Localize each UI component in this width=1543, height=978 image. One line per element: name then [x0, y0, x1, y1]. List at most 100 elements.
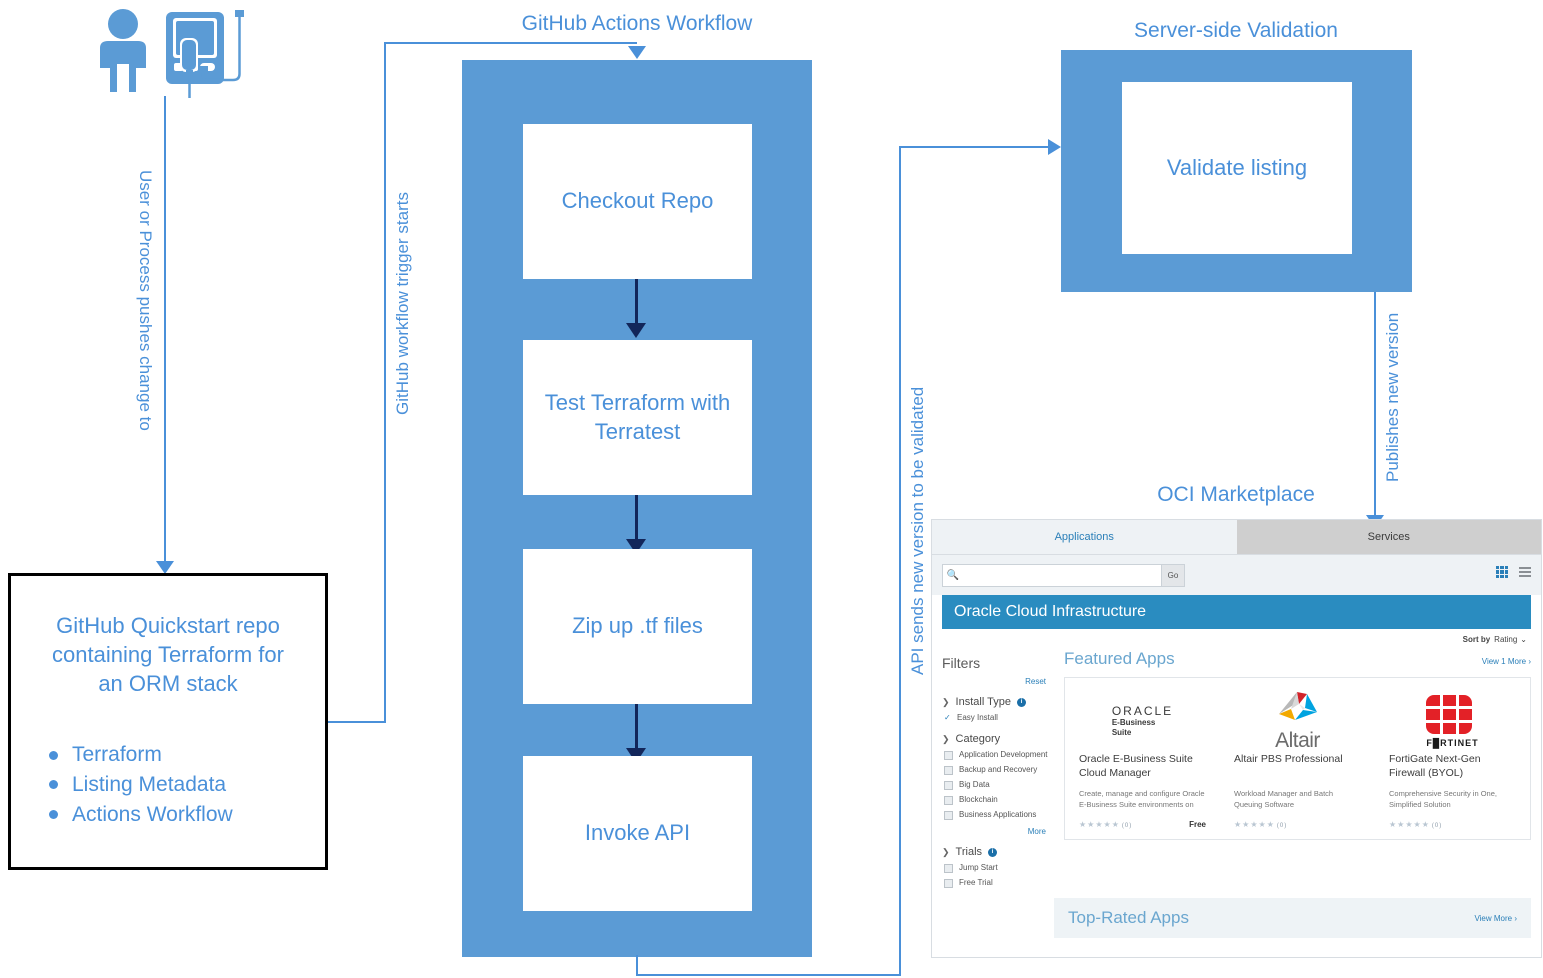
filter-item-label: Blockchain	[959, 795, 998, 804]
app-card-footer: ★★★★★(0) Free	[1079, 820, 1206, 829]
tab-label: Applications	[1054, 531, 1114, 543]
filter-group-label: Install Type	[955, 696, 1011, 708]
app-card-altair-pbs[interactable]: Altair Altair PBS Professional Workload …	[1220, 678, 1375, 839]
altair-mark-icon	[1279, 691, 1318, 720]
app-card-description: Comprehensive Security in One, Simplifie…	[1389, 789, 1497, 810]
chevron-right-icon: ›	[1528, 657, 1531, 666]
marketplace-body: Filters Reset ❯ Install Type i ✓ Easy In…	[932, 649, 1541, 888]
app-card-description: Workload Manager and Batch Queuing Softw…	[1234, 789, 1334, 809]
check-icon: ✓	[944, 713, 951, 722]
banner-label: Oracle Cloud Infrastructure	[954, 603, 1147, 620]
filter-item-label: Big Data	[959, 780, 990, 789]
checkbox-icon[interactable]	[944, 864, 953, 873]
validation-step-validate-listing: Validate listing	[1122, 82, 1352, 254]
checkbox-icon[interactable]	[944, 796, 953, 805]
workflow-step-checkout-repo: Checkout Repo	[523, 124, 752, 279]
list-item: Actions Workflow	[49, 800, 325, 830]
info-icon[interactable]: i	[1017, 697, 1026, 707]
repo-box-list: Terraform Listing Metadata Actions Workf…	[49, 740, 325, 829]
list-view-icon[interactable]	[1519, 566, 1531, 578]
filter-item-label: Backup and Recovery	[959, 765, 1038, 774]
fortinet-wordmark: F█RTINET	[1426, 737, 1479, 748]
rating-count: (0)	[1431, 823, 1443, 830]
filter-group-header[interactable]: ❯ Trials i	[942, 846, 1054, 858]
section-title: Featured Apps	[1064, 649, 1175, 668]
featured-view-more-link[interactable]: View 1 More ›	[1482, 657, 1531, 666]
filter-item[interactable]: Backup and Recovery	[942, 765, 1054, 775]
filter-group-trials: ❯ Trials i Jump Start Free Trial	[942, 846, 1054, 888]
filter-item[interactable]: Blockchain	[942, 795, 1054, 805]
checkbox-icon[interactable]	[944, 766, 953, 775]
workflow-step-label: Invoke API	[584, 820, 691, 846]
filter-item[interactable]: Application Development	[942, 750, 1054, 760]
connector-trigger-label: GitHub workflow trigger starts	[393, 192, 412, 415]
chevron-down-icon: ⌄	[1520, 634, 1527, 644]
sort-control[interactable]: Sort by Rating ⌄	[932, 629, 1541, 649]
filter-item[interactable]: ✓ Easy Install	[942, 713, 1054, 723]
connector-api-h-bottom	[636, 974, 901, 976]
connector-api-v-right	[899, 146, 901, 976]
sort-value: Rating	[1494, 634, 1518, 644]
checkbox-icon[interactable]	[944, 781, 953, 790]
oci-marketplace-title: OCI Marketplace	[1157, 483, 1315, 506]
workflow-step-test-terraform: Test Terraform with Terratest	[523, 340, 752, 495]
connector-publish-line	[1374, 292, 1376, 517]
search-go-button[interactable]: Go	[1162, 563, 1185, 587]
filter-item-label: Jump Start	[959, 863, 998, 872]
connector-user-push-label: User or Process pushes change to	[136, 170, 155, 431]
grid-view-icon[interactable]	[1496, 566, 1508, 578]
github-quickstart-repo-box: GitHub Quickstart repo containing Terraf…	[8, 573, 328, 870]
bullet-icon	[49, 780, 58, 790]
checkbox-icon[interactable]	[944, 879, 953, 888]
filter-group-label: Category	[955, 733, 1001, 745]
workflow-step-zip-tf-files: Zip up .tf files	[523, 549, 752, 704]
checkbox-icon[interactable]	[944, 751, 953, 760]
filter-item-label: Free Trial	[959, 878, 993, 887]
chevron-down-icon: ❯	[942, 846, 950, 857]
sort-label: Sort by	[1462, 634, 1491, 644]
filter-item[interactable]: Free Trial	[942, 878, 1054, 888]
bullet-icon	[49, 810, 58, 820]
connector-user-push-arrow	[156, 561, 174, 574]
filter-group-header[interactable]: ❯ Category	[942, 733, 1054, 745]
go-label: Go	[1167, 570, 1179, 580]
search-box[interactable]: 🔍	[942, 563, 1162, 587]
app-card-footer: ★★★★★(0)	[1389, 820, 1516, 829]
bullet-icon	[49, 750, 58, 760]
search-input[interactable]	[963, 564, 1161, 586]
filter-group-install-type: ❯ Install Type i ✓ Easy Install	[942, 696, 1054, 723]
filters-reset-link[interactable]: Reset	[1025, 677, 1046, 686]
oracle-wordmark: ORACLE	[1111, 704, 1174, 718]
connector-api-label: API sends new version to be validated	[908, 386, 927, 675]
filter-item[interactable]: Jump Start	[942, 863, 1054, 873]
server-side-validation-title: Server-side Validation	[1134, 19, 1338, 42]
app-card-fortigate[interactable]: F█RTINET FortiGate Next-Gen Firewall (BY…	[1375, 678, 1530, 839]
chevron-down-icon: ❯	[942, 733, 950, 744]
workflow-step-label: Checkout Repo	[561, 188, 714, 214]
view-more-label: View 1 More	[1481, 657, 1527, 666]
list-item-label: Actions Workflow	[72, 802, 233, 826]
info-icon[interactable]: i	[988, 847, 998, 857]
app-card-footer: ★★★★★(0)	[1234, 820, 1361, 829]
tab-services[interactable]: Services	[1236, 520, 1541, 554]
checkbox-icon[interactable]	[944, 811, 953, 820]
filter-group-header[interactable]: ❯ Install Type i	[942, 696, 1054, 708]
filters-title: Filters	[942, 655, 981, 671]
app-card-description: Create, manage and configure Oracle E-Bu…	[1079, 789, 1205, 810]
top-rated-apps-section: Top-Rated Apps View More ›	[1054, 898, 1531, 938]
app-card-name: FortiGate Next-Gen Firewall (BYOL)	[1389, 753, 1481, 780]
person-icon	[100, 9, 146, 92]
featured-apps-section: Featured Apps View 1 More › ORACLE E-Bus…	[1054, 649, 1531, 888]
tab-applications[interactable]: Applications	[932, 520, 1237, 554]
list-item: Terraform	[49, 740, 325, 770]
featured-apps-header: Featured Apps View 1 More ›	[1064, 649, 1531, 669]
rating-count: (0)	[1276, 823, 1288, 829]
filters-more-link[interactable]: More	[1027, 827, 1046, 836]
top-rated-view-more-link[interactable]: View More ›	[1474, 914, 1517, 923]
workflow-arrow-3-line	[635, 704, 638, 751]
filters-panel: Filters Reset ❯ Install Type i ✓ Easy In…	[942, 649, 1054, 888]
app-card-name: Altair PBS Professional	[1234, 753, 1343, 765]
filter-item[interactable]: Business Applications	[942, 810, 1054, 820]
filter-item[interactable]: Big Data	[942, 780, 1054, 790]
